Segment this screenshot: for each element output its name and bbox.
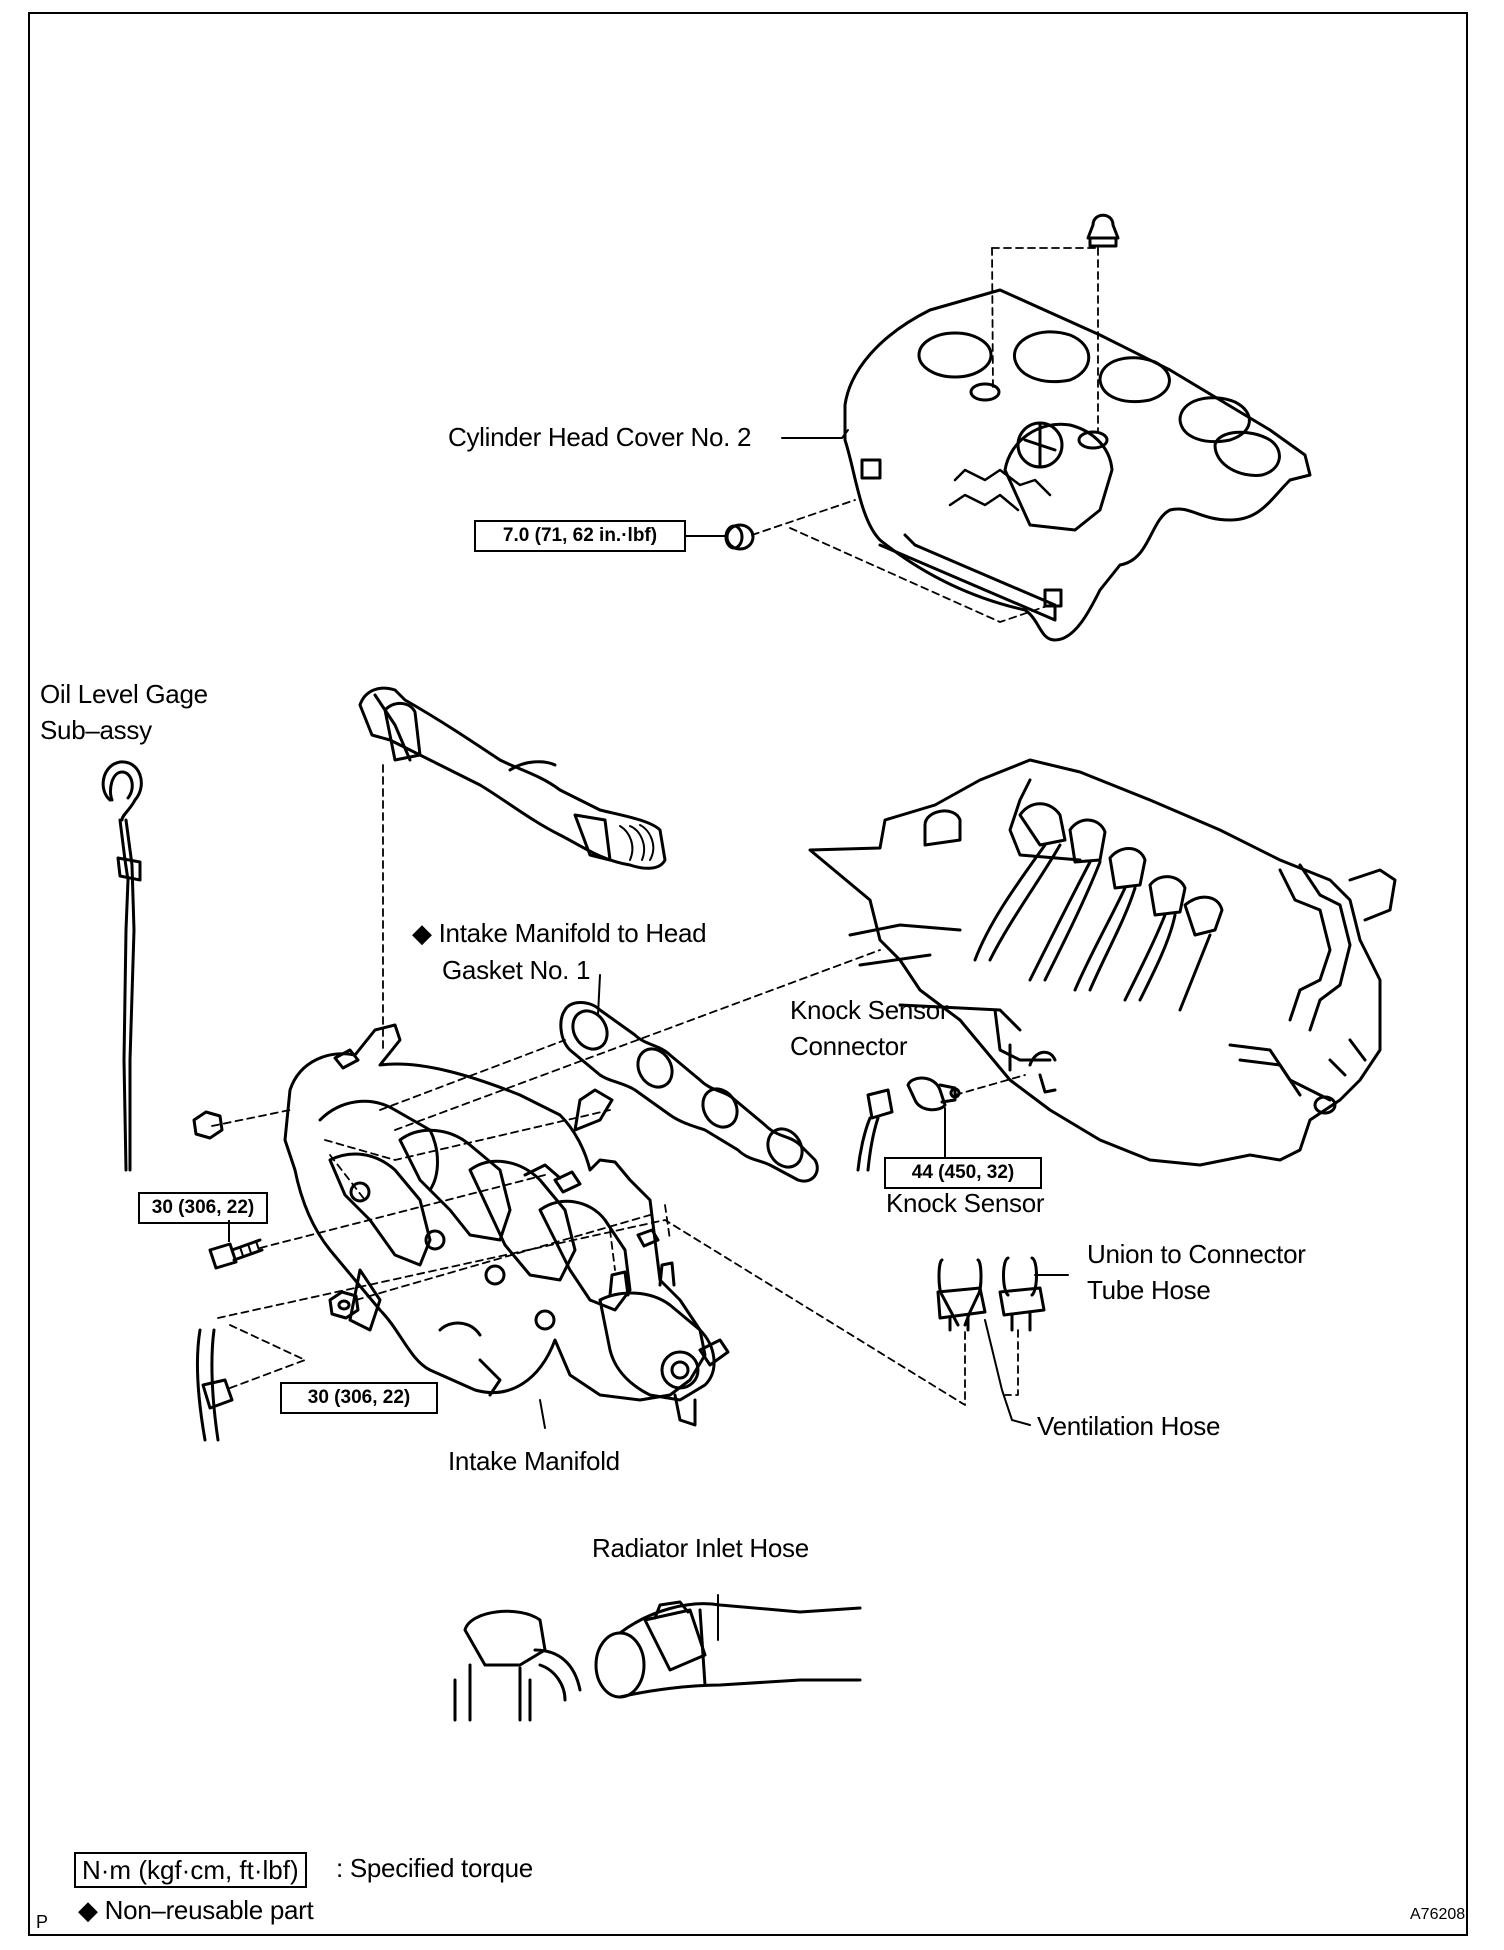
illustration-code: A76208 xyxy=(1410,1906,1466,1923)
knock-sensor-connector-drawing xyxy=(856,1088,894,1172)
manifold-nut-torque-box: 30 (306, 22) xyxy=(280,1382,438,1414)
union-hose-label-line2: Tube Hose xyxy=(1087,1275,1211,1305)
knock-sensor-label: Knock Sensor xyxy=(886,1188,1045,1218)
manifold-bolt-drawing xyxy=(208,1238,264,1270)
flange-nut-drawing xyxy=(724,523,755,551)
legend-torque-description: : Specified torque xyxy=(336,1853,533,1883)
knock-connector-label-line1: Knock Sensor xyxy=(790,995,949,1025)
engine-drawing xyxy=(808,758,1397,1167)
radiator-inlet-hose-drawing xyxy=(453,1600,862,1722)
gasket-label-line1: ◆ Intake Manifold to Head xyxy=(412,918,707,948)
assembly-dashed-lines xyxy=(211,247,1099,1406)
intake-manifold-label: Intake Manifold xyxy=(448,1446,620,1476)
cover-nut-torque-leader xyxy=(686,535,726,537)
cover-nut-torque-box: 7.0 (71, 62 in.·lbf) xyxy=(474,520,686,552)
legend-torque-unit-box: N·m (kgf·cm, ft·lbf) xyxy=(74,1852,307,1888)
knock-connector-label-line2: Connector xyxy=(790,1031,908,1061)
cylinder-head-cover-drawing xyxy=(843,288,1312,642)
lower-left-hose-drawing xyxy=(196,1328,234,1442)
union-hose-drawing xyxy=(998,1256,1046,1332)
upper-hose-drawing xyxy=(358,686,667,870)
gasket-label-line2: Gasket No. 1 xyxy=(442,955,591,985)
intake-manifold-drawing xyxy=(283,1023,730,1427)
oil-level-gage-label-line1: Oil Level Gage xyxy=(40,679,208,709)
oil-level-gage-drawing xyxy=(101,760,143,1172)
cylinder-head-cover-label: Cylinder Head Cover No. 2 xyxy=(448,422,752,452)
manifold-nut-upper-drawing xyxy=(192,1110,224,1140)
legend-nonreusable-part: ◆ Non–reusable part xyxy=(78,1895,314,1925)
knock-sensor-torque-box: 44 (450, 32) xyxy=(884,1157,1042,1189)
corner-letter: P xyxy=(36,1912,49,1932)
ventilation-hose-drawing xyxy=(936,1258,987,1332)
union-hose-label-line1: Union to Connector xyxy=(1087,1239,1306,1269)
cap-nut-drawing xyxy=(1086,213,1120,248)
ventilation-hose-label: Ventilation Hose xyxy=(1037,1411,1221,1441)
oil-level-gage-label-line2: Sub–assy xyxy=(40,715,152,745)
leader-lines xyxy=(539,429,1069,1641)
diagram-frame xyxy=(28,12,1468,1936)
gasket-drawing xyxy=(559,1001,819,1183)
knock-sensor-drawing xyxy=(906,1076,961,1112)
radiator-inlet-hose-label: Radiator Inlet Hose xyxy=(592,1533,809,1563)
manifold-bolt-torque-leader xyxy=(228,1220,230,1242)
manifold-nut-lower-drawing xyxy=(328,1290,360,1320)
manifold-bolt-torque-box: 30 (306, 22) xyxy=(138,1192,268,1224)
